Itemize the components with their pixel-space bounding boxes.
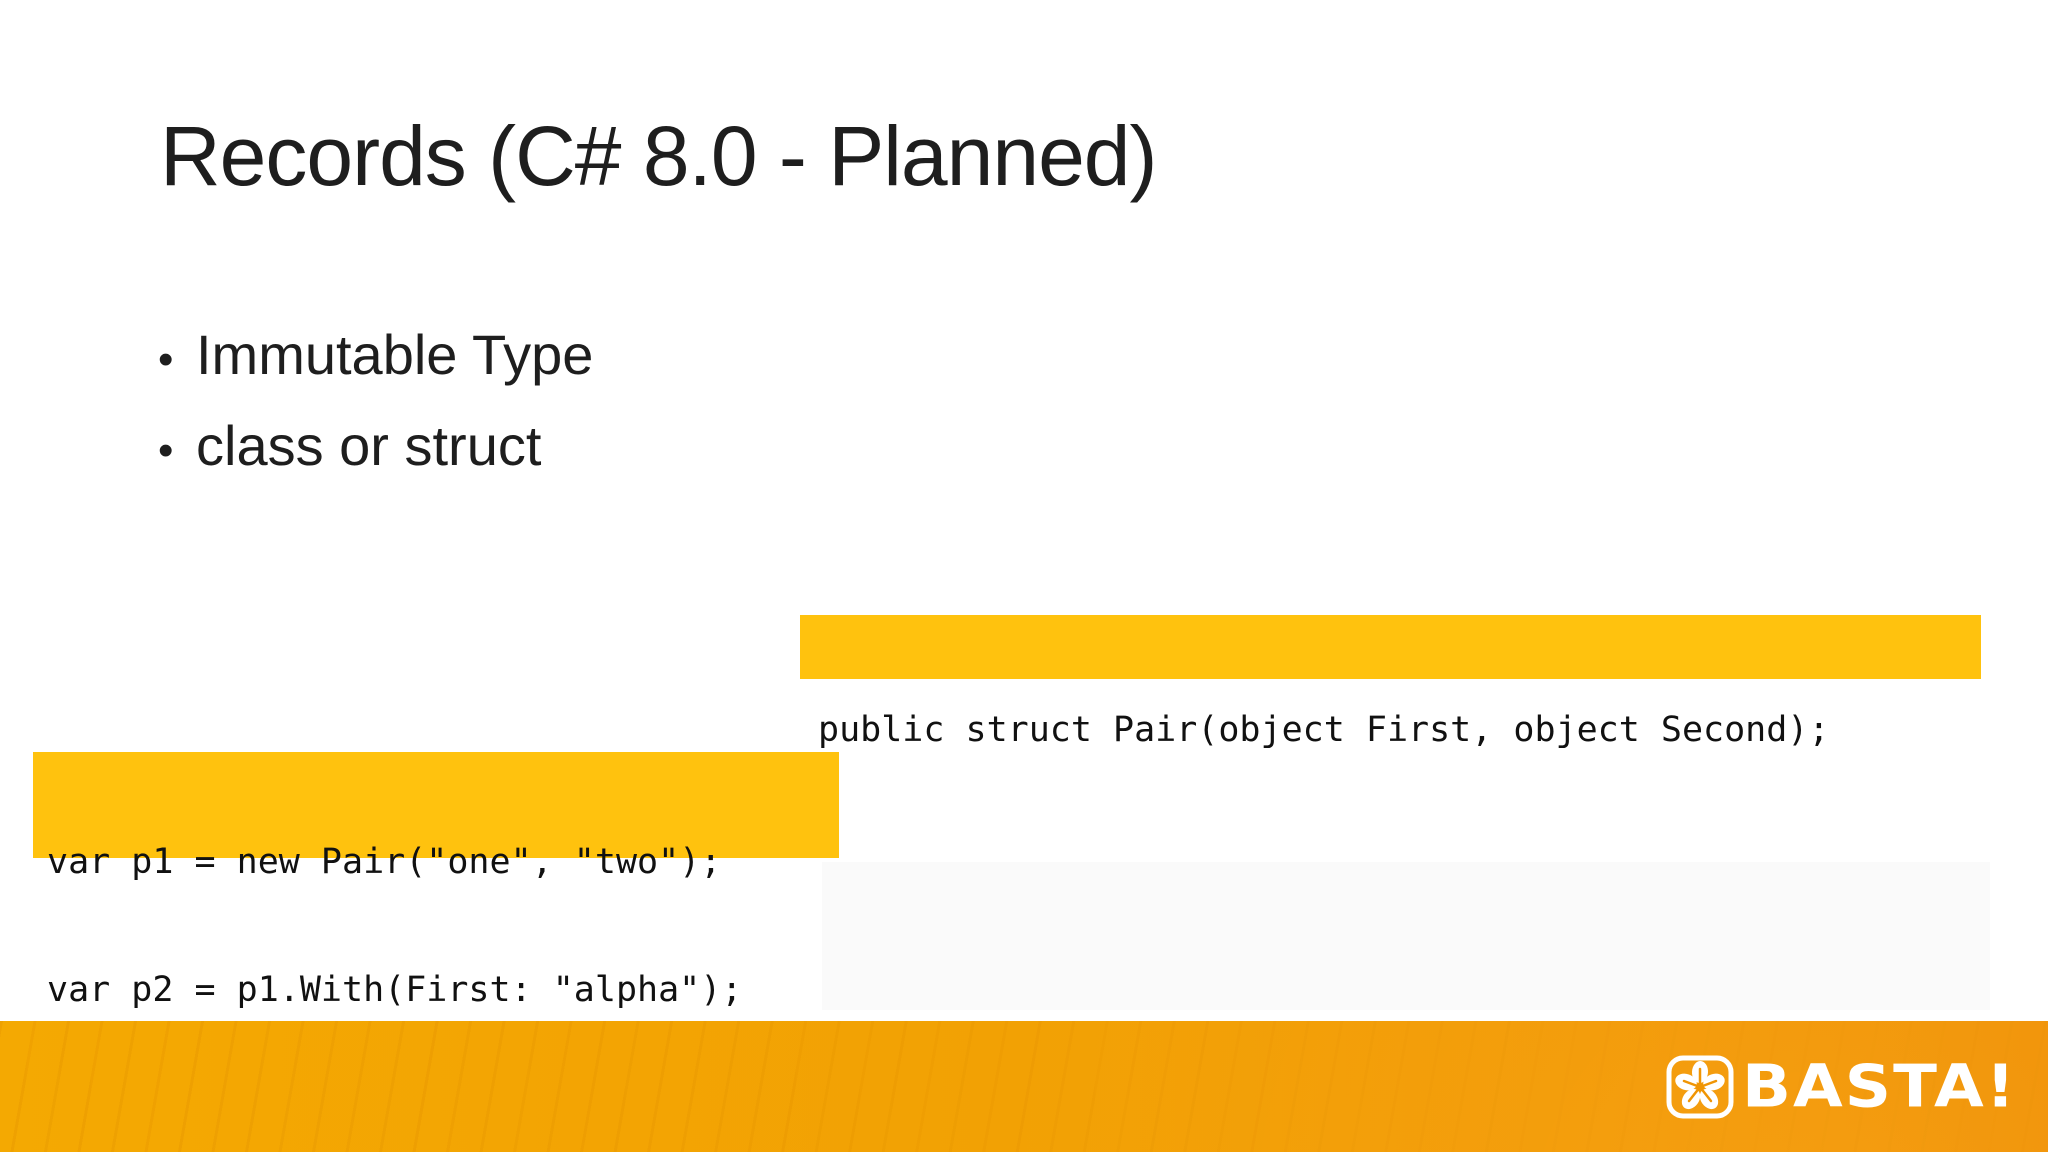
bullet-text: class or struct [196,414,542,477]
code-box-usage: var p1 = new Pair("one", "two"); var p2 … [33,752,839,1010]
bullet-marker: • [158,335,174,384]
slide-title: Records (C# 8.0 - Planned) [160,109,1157,203]
bullet-marker: • [158,426,174,475]
bullet-text: Immutable Type [196,323,594,386]
bullet-list: • Immutable Type • class or struct [158,312,593,494]
basta-logo: BASTA! [1666,1052,2015,1122]
brand-text: BASTA! [1742,1052,2018,1121]
code-line: public struct Pair(object First, object … [818,710,1830,750]
code-line: var p1 = new Pair("one", "two"); [47,842,722,882]
content-placeholder [822,862,1990,1010]
code-box-declaration: public struct Pair(object First, object … [800,615,1981,750]
bullet-item: • class or struct [158,403,593,494]
bullet-item: • Immutable Type [158,312,593,403]
flower-icon [1666,1055,1734,1119]
code-line: var p2 = p1.With(First: "alpha"); [47,970,743,1010]
